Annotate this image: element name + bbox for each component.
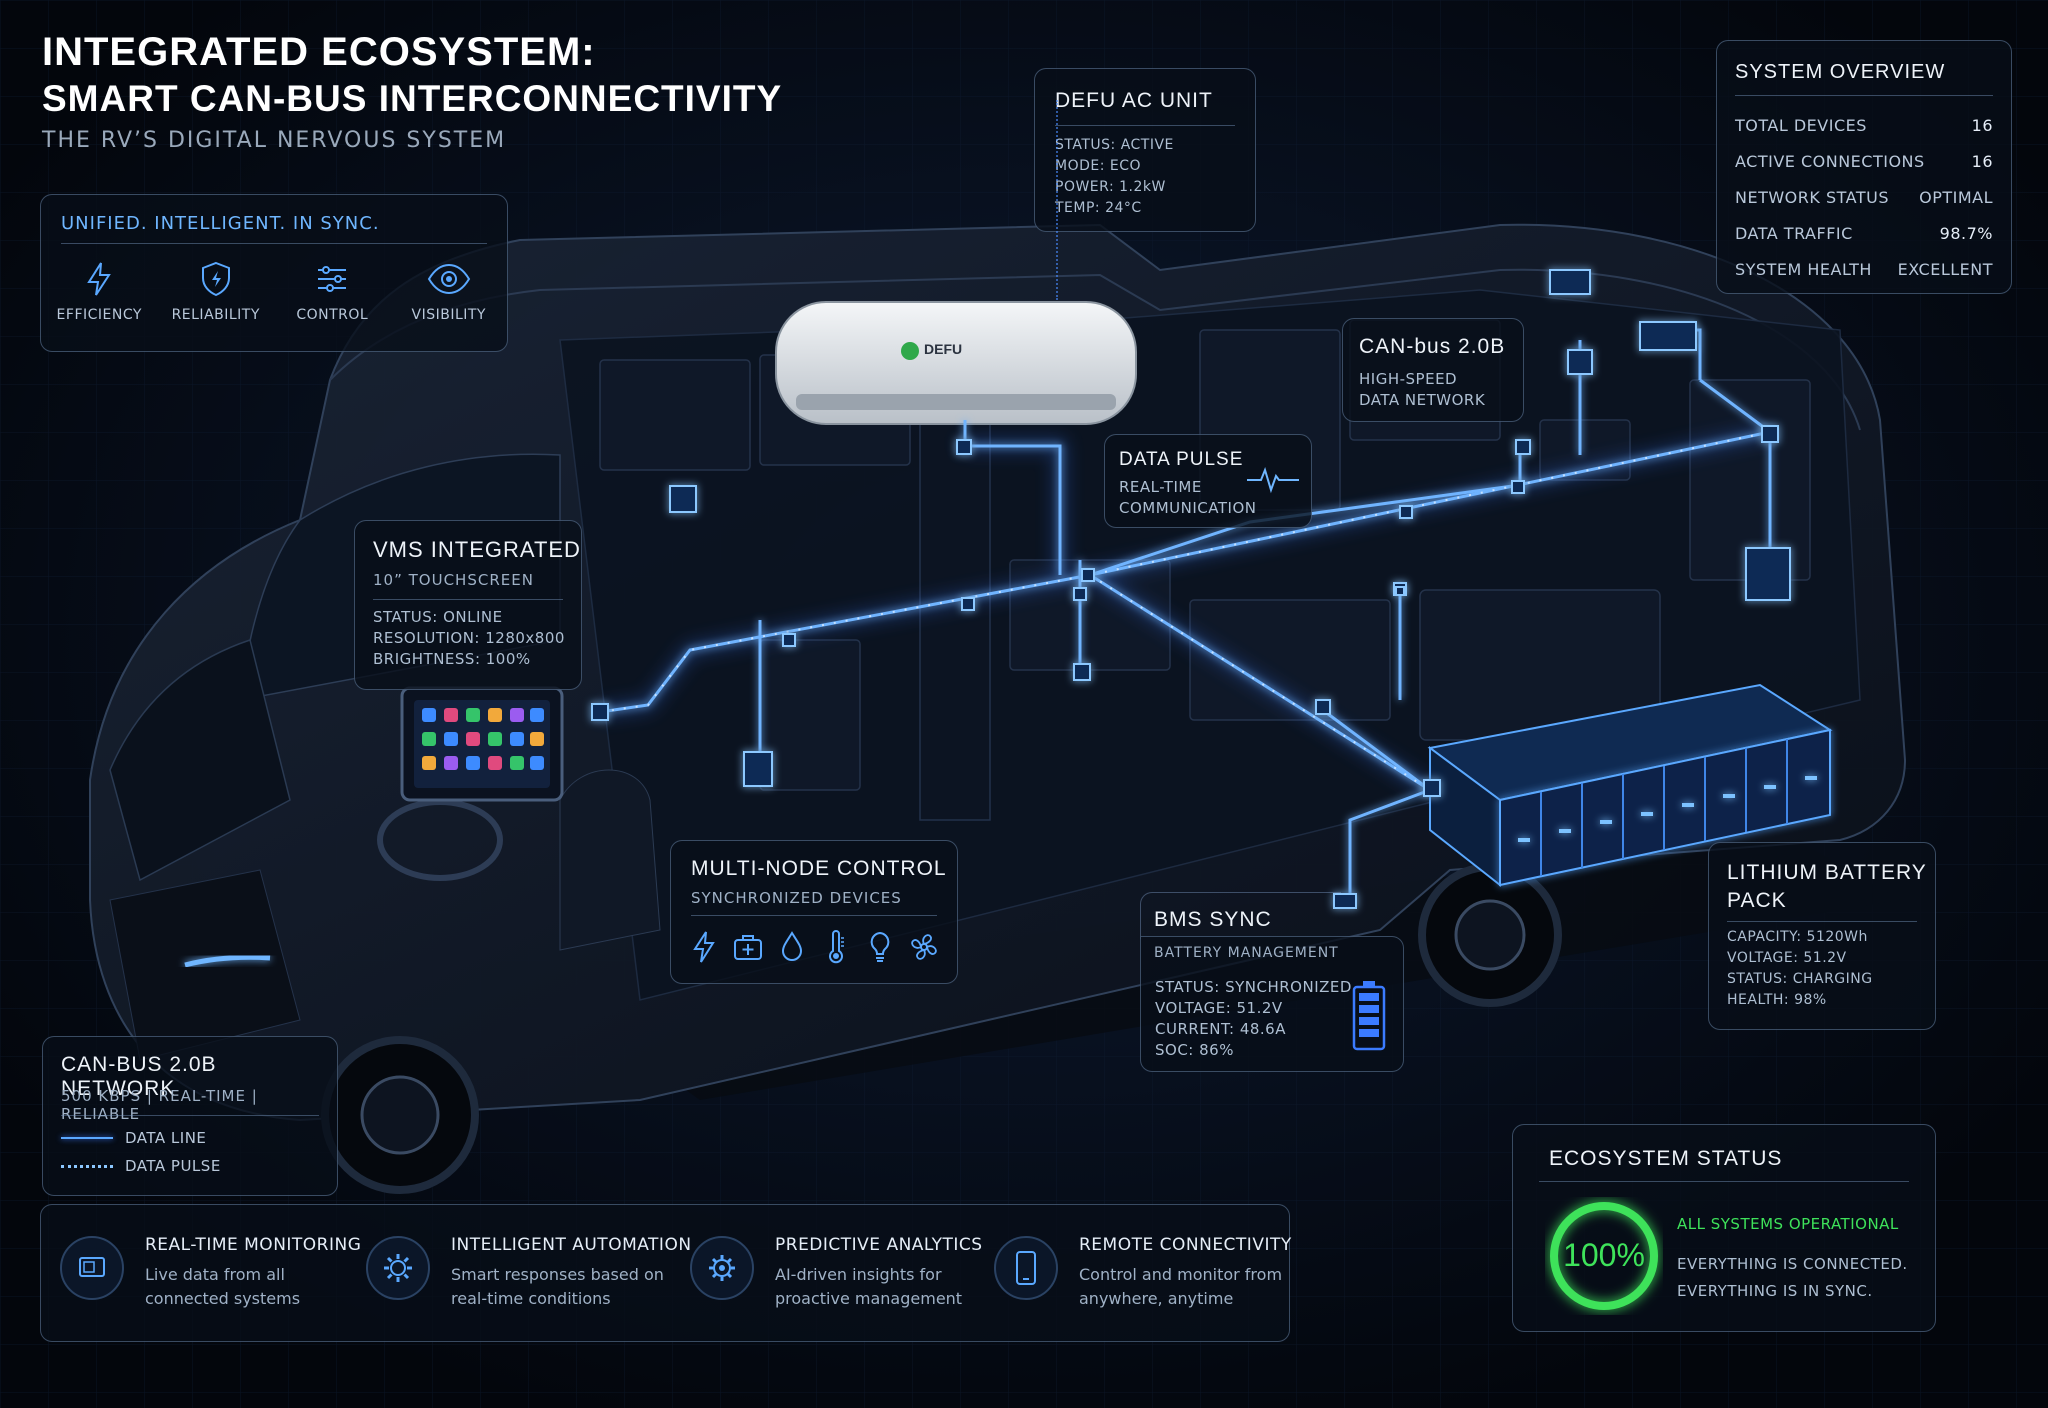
bms-soc: SOC: 86% xyxy=(1155,1041,1234,1059)
eye-icon xyxy=(427,263,470,295)
status-ring-arc xyxy=(1550,1202,1658,1310)
bulb-icon xyxy=(870,931,890,962)
sliders-icon xyxy=(318,266,347,292)
bms-title-block xyxy=(1140,892,1341,939)
system-overview-panel: SYSTEM OVERVIEW TOTAL DEVICES 16 ACTIVE … xyxy=(1716,40,2012,294)
multi-node-panel: MULTI-NODE CONTROL SYNCHRONIZED DEVICES xyxy=(670,840,958,984)
battery-pack-panel: LITHIUM BATTERY PACK CAPACITY: 5120Wh VO… xyxy=(1708,842,1936,1030)
network-nodes xyxy=(591,269,1791,909)
ac-unit-title: DEFU AC UNIT xyxy=(1055,89,1213,112)
status-line1: EVERYTHING IS CONNECTED. xyxy=(1677,1255,1908,1273)
values-heading: UNIFIED. INTELLIGENT. IN SYNC. xyxy=(61,213,380,234)
overview-row-system-health: SYSTEM HEALTH EXCELLENT xyxy=(1735,259,1993,279)
overview-row-data-traffic: DATA TRAFFIC 98.7% xyxy=(1735,223,1993,243)
front-wheel xyxy=(321,1036,479,1194)
ac-drop-line xyxy=(965,444,1062,575)
medkit-icon xyxy=(734,935,762,960)
fan-icon xyxy=(911,934,937,960)
data-pulse-dots xyxy=(599,431,1771,791)
page-title-line2: SMART CAN-BUS INTERCONNECTIVITY xyxy=(42,78,783,119)
value-efficiency: EFFICIENCY xyxy=(49,259,149,323)
monitor-icon xyxy=(60,1236,124,1300)
gears-icon xyxy=(690,1236,754,1300)
ecosystem-title: ECOSYSTEM STATUS xyxy=(1549,1147,1783,1170)
status-percent: 100% xyxy=(1563,1237,1645,1273)
network-legend-title: CAN-BUS 2.0B NETWORK xyxy=(61,1053,217,1100)
ac-temp: TEMP: 24°C xyxy=(1055,200,1142,216)
thermometer-icon xyxy=(829,930,844,964)
vms-title: VMS INTEGRATED xyxy=(373,537,581,562)
battery-health: HEALTH: 98% xyxy=(1727,992,1827,1008)
bms-current: CURRENT: 48.6A xyxy=(1155,1020,1286,1038)
system-overview-title: SYSTEM OVERVIEW xyxy=(1735,61,1946,83)
value-control: CONTROL xyxy=(282,259,382,323)
bms-panel: STATUS: SYNCHRONIZED VOLTAGE: 51.2V CURR… xyxy=(1140,936,1404,1072)
vms-callout: VMS INTEGRATED 10” TOUCHSCREEN STATUS: O… xyxy=(354,520,582,690)
data-pulse-callout: DATA PULSE REAL-TIME COMMUNICATION xyxy=(1104,434,1312,528)
rear-wheel xyxy=(1418,863,1562,1007)
overview-row-total-devices: TOTAL DEVICES 16 xyxy=(1735,115,1993,135)
value-visibility: VISIBILITY xyxy=(399,259,499,323)
overview-row-active-connections: ACTIVE CONNECTIONS 16 xyxy=(1735,151,1993,171)
bms-status: STATUS: SYNCHRONIZED xyxy=(1155,978,1352,996)
legend-line-swatch xyxy=(61,1137,113,1139)
legend-data-pulse: DATA PULSE xyxy=(61,1157,221,1175)
network-legend-subtitle: 500 KBPS | REAL-TIME | RELIABLE xyxy=(61,1087,258,1123)
battery-pack-title: LITHIUM BATTERY PACK xyxy=(1727,861,1927,912)
pulse-wave-icon xyxy=(1247,466,1299,494)
data-pulse-title: DATA PULSE xyxy=(1119,449,1244,470)
bms-title: BMS SYNC xyxy=(1154,908,1272,931)
features-bar: REAL-TIME MONITORING Live data from all … xyxy=(40,1204,1291,1342)
status-operational: ALL SYSTEMS OPERATIONAL xyxy=(1677,1215,1899,1233)
battery-capacity: CAPACITY: 5120Wh xyxy=(1727,929,1868,945)
bms-line xyxy=(1348,788,1431,900)
ac-brand-label: DEFU xyxy=(924,341,963,357)
lightning-icon xyxy=(693,931,715,963)
values-panel: UNIFIED. INTELLIGENT. IN SYNC. EFFICIENC… xyxy=(40,194,508,352)
touchscreen-illustration xyxy=(400,686,564,802)
canbus-title: CAN-bus 2.0B xyxy=(1359,335,1506,358)
page-title-block: INTEGRATED ECOSYSTEM: SMART CAN-BUS INTE… xyxy=(42,28,782,153)
network-legend-panel: CAN-BUS 2.0B NETWORK 500 KBPS | REAL-TIM… xyxy=(42,1036,338,1196)
ac-unit-callout: DEFU AC UNIT STATUS: ACTIVE MODE: ECO PO… xyxy=(1034,68,1256,232)
ac-connector-line xyxy=(1056,100,1060,300)
value-reliability: RELIABILITY xyxy=(166,259,266,323)
overview-row-network-status: NETWORK STATUS OPTIMAL xyxy=(1735,187,1993,207)
ac-unit-illustration xyxy=(775,301,1137,425)
lightning-icon xyxy=(87,262,112,296)
vms-resolution: RESOLUTION: 1280x800 xyxy=(373,629,565,647)
legend-pulse-swatch xyxy=(61,1164,113,1168)
gear-icon xyxy=(366,1236,430,1300)
phone-icon xyxy=(994,1236,1058,1300)
shield-icon xyxy=(201,261,230,297)
status-ring xyxy=(1550,1202,1658,1310)
canbus-callout: CAN-bus 2.0B HIGH-SPEED DATA NETWORK xyxy=(1342,318,1524,422)
legend-data-line: DATA LINE xyxy=(61,1129,206,1147)
bms-voltage: VOLTAGE: 51.2V xyxy=(1155,999,1283,1017)
page-subtitle: THE RV’S DIGITAL NERVOUS SYSTEM xyxy=(42,128,507,153)
multi-node-subtitle: SYNCHRONIZED DEVICES xyxy=(691,889,902,907)
vms-subtitle: 10” TOUCHSCREEN xyxy=(373,571,534,589)
battery-status: STATUS: CHARGING xyxy=(1727,971,1873,987)
droplet-icon xyxy=(781,931,803,961)
multi-node-title: MULTI-NODE CONTROL xyxy=(691,857,947,880)
battery-voltage: VOLTAGE: 51.2V xyxy=(1727,950,1847,966)
bms-subtitle: BATTERY MANAGEMENT xyxy=(1154,945,1339,961)
page-title: INTEGRATED ECOSYSTEM: xyxy=(42,30,596,74)
ac-mode: MODE: ECO xyxy=(1055,158,1142,174)
status-line2: EVERYTHING IS IN SYNC. xyxy=(1677,1282,1873,1300)
ecosystem-status-panel: ECOSYSTEM STATUS 100% ALL SYSTEMS OPERAT… xyxy=(1512,1124,1936,1332)
battery-bus-line xyxy=(1089,573,1431,792)
battery-pack-illustration xyxy=(1427,683,1833,888)
ac-power: POWER: 1.2kW xyxy=(1055,179,1166,195)
battery-icon xyxy=(1352,981,1386,1051)
vms-brightness: BRIGHTNESS: 100% xyxy=(373,650,531,668)
ac-status: STATUS: ACTIVE xyxy=(1055,137,1174,153)
vms-status: STATUS: ONLINE xyxy=(373,608,503,626)
